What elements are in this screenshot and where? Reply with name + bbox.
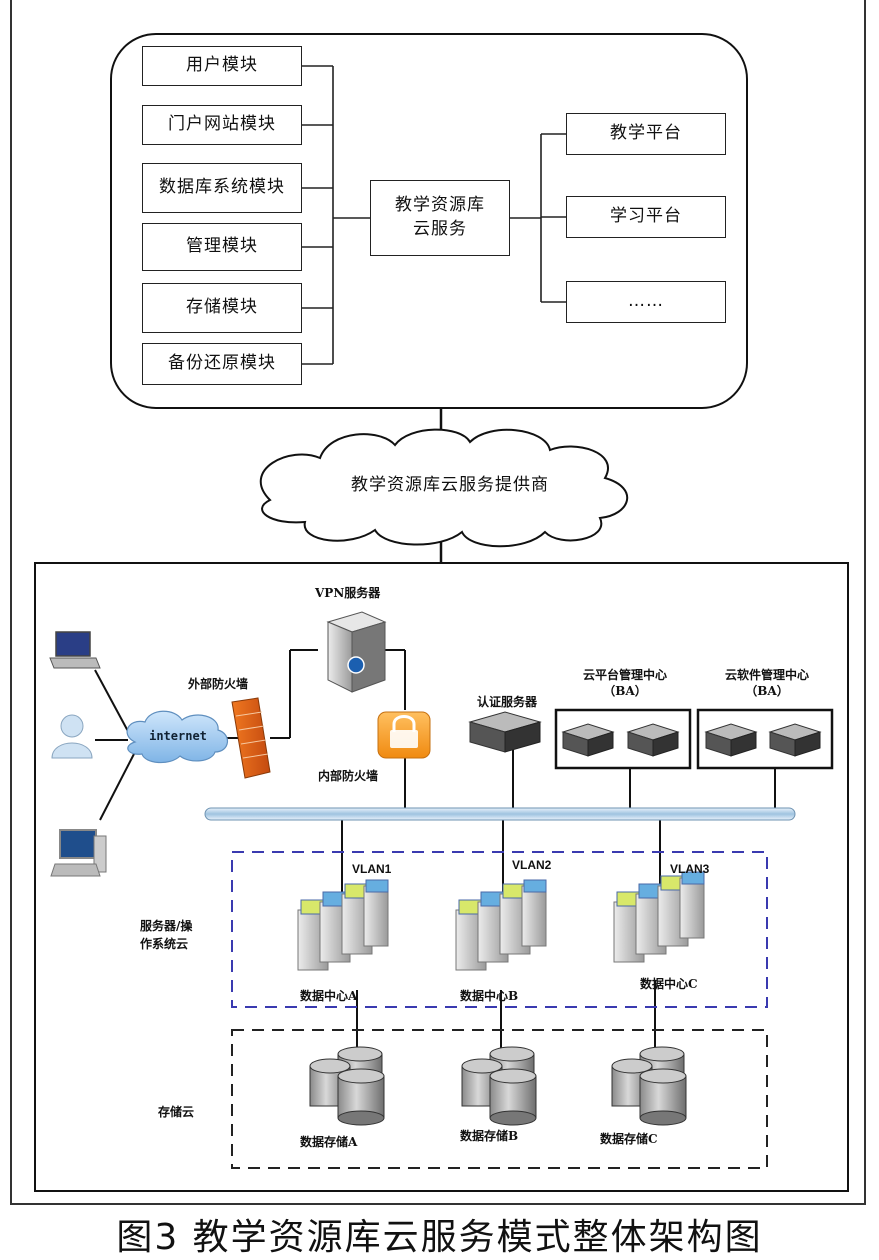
module-box-storage: 存储模块 — [142, 283, 302, 333]
center-service-box: 教学资源库 云服务 — [370, 180, 510, 256]
platform-box-teaching: 教学平台 — [566, 113, 726, 155]
cloud-platform-center-label: 云平台管理中心 （BA） — [570, 668, 680, 699]
label-line: 云平台管理中心 — [582, 668, 667, 682]
external-firewall-label: 外部防火墙 — [188, 677, 249, 691]
storage-c-label: 数据存储C — [600, 1132, 658, 1146]
server-os-cloud-label: 服务器/操 作系统云 — [140, 917, 192, 953]
module-label: 用户模块 — [186, 55, 258, 76]
figure-frame — [10, 0, 866, 1205]
platform-label: 教学平台 — [610, 123, 682, 144]
vlan3-label: VLAN3 — [670, 862, 710, 876]
label-line: 云软件管理中心 — [724, 668, 809, 682]
module-box-backup: 备份还原模块 — [142, 343, 302, 385]
platform-box-learning: 学习平台 — [566, 196, 726, 238]
module-box-portal: 门户网站模块 — [142, 105, 302, 145]
platform-box-more: …… — [566, 281, 726, 323]
module-label: 备份还原模块 — [168, 353, 276, 374]
module-box-user: 用户模块 — [142, 46, 302, 86]
module-label: 数据库系统模块 — [159, 177, 285, 198]
storage-cloud-label: 存储云 — [158, 1105, 195, 1119]
cloud-software-center-label: 云软件管理中心 （BA） — [712, 668, 822, 699]
datacenter-b-label: 数据中心B — [460, 989, 519, 1003]
provider-cloud-label: 教学资源库云服务提供商 — [351, 475, 549, 495]
module-label: 管理模块 — [186, 236, 258, 257]
label-line: 作系统云 — [140, 937, 189, 951]
datacenter-c-label: 数据中心C — [640, 977, 698, 991]
vlan2-label: VLAN2 — [512, 858, 552, 872]
figure-caption: 图3 教学资源库云服务模式整体架构图 — [116, 1217, 763, 1258]
auth-server-label: 认证服务器 — [477, 695, 538, 709]
datacenter-a-label: 数据中心A — [300, 989, 358, 1003]
network-panel — [34, 562, 849, 1192]
module-label: 存储模块 — [186, 297, 258, 318]
label-line: 服务器/操 — [140, 919, 193, 933]
module-box-database: 数据库系统模块 — [142, 163, 302, 213]
center-label-line1: 教学资源库 — [395, 195, 485, 216]
storage-a-label: 数据存储A — [300, 1135, 358, 1149]
center-label-line2: 云服务 — [413, 219, 467, 239]
vlan1-label: VLAN1 — [352, 862, 392, 876]
vpn-server-label: VPN服务器 — [315, 586, 381, 600]
platform-label: …… — [628, 291, 664, 312]
module-label: 门户网站模块 — [168, 114, 276, 135]
internal-firewall-label: 内部防火墙 — [318, 769, 379, 783]
storage-b-label: 数据存储B — [460, 1129, 519, 1143]
label-line: （BA） — [745, 683, 789, 698]
platform-label: 学习平台 — [610, 206, 682, 227]
internet-label: internet — [149, 729, 207, 743]
module-box-management: 管理模块 — [142, 223, 302, 271]
label-line: （BA） — [603, 683, 647, 698]
